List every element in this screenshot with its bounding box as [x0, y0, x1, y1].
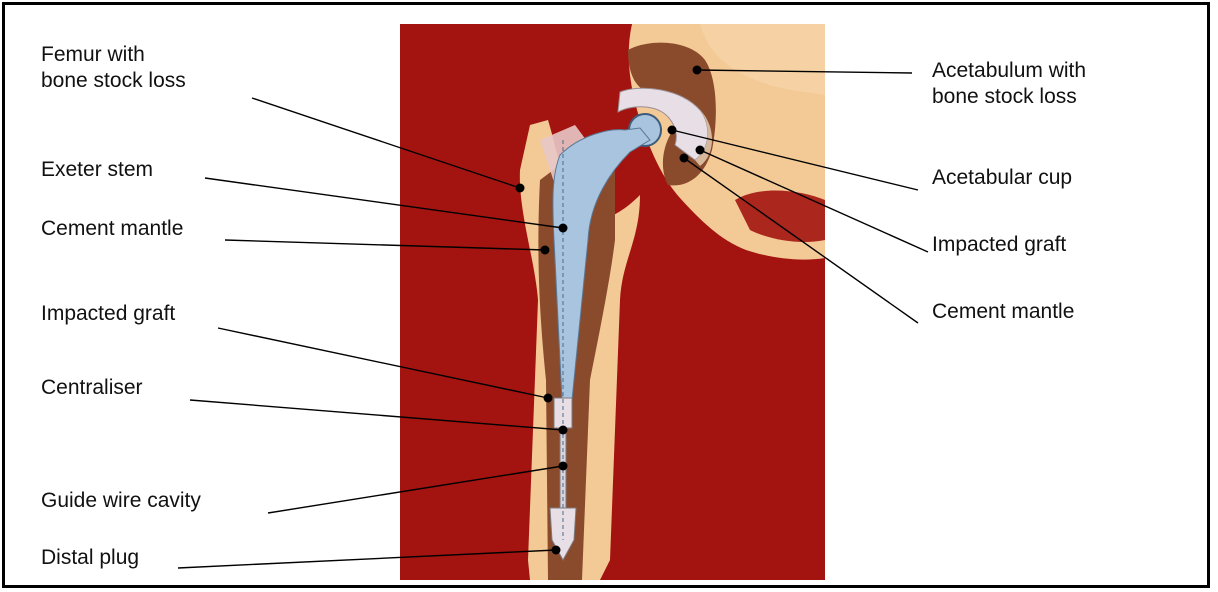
label-impacted-graft-left: Impacted graft [41, 301, 175, 327]
label-acetabular-cup: Acetabular cup [932, 165, 1072, 191]
label-cement-mantle-right: Cement mantle [932, 299, 1074, 325]
label-femur-line1: Femur with [41, 42, 186, 68]
label-acetabulum-line1: Acetabulum with [932, 58, 1086, 84]
label-distal-plug: Distal plug [41, 545, 139, 571]
label-femur: Femur with bone stock loss [41, 42, 186, 94]
label-centraliser: Centraliser [41, 375, 143, 401]
label-cement-mantle-left: Cement mantle [41, 216, 183, 242]
label-exeter-stem: Exeter stem [41, 157, 153, 183]
label-guide-wire-cavity: Guide wire cavity [41, 488, 201, 514]
label-acetabulum-line2: bone stock loss [932, 84, 1086, 110]
label-femur-line2: bone stock loss [41, 68, 186, 94]
label-acetabulum: Acetabulum with bone stock loss [932, 58, 1086, 110]
label-impacted-graft-right: Impacted graft [932, 232, 1066, 258]
